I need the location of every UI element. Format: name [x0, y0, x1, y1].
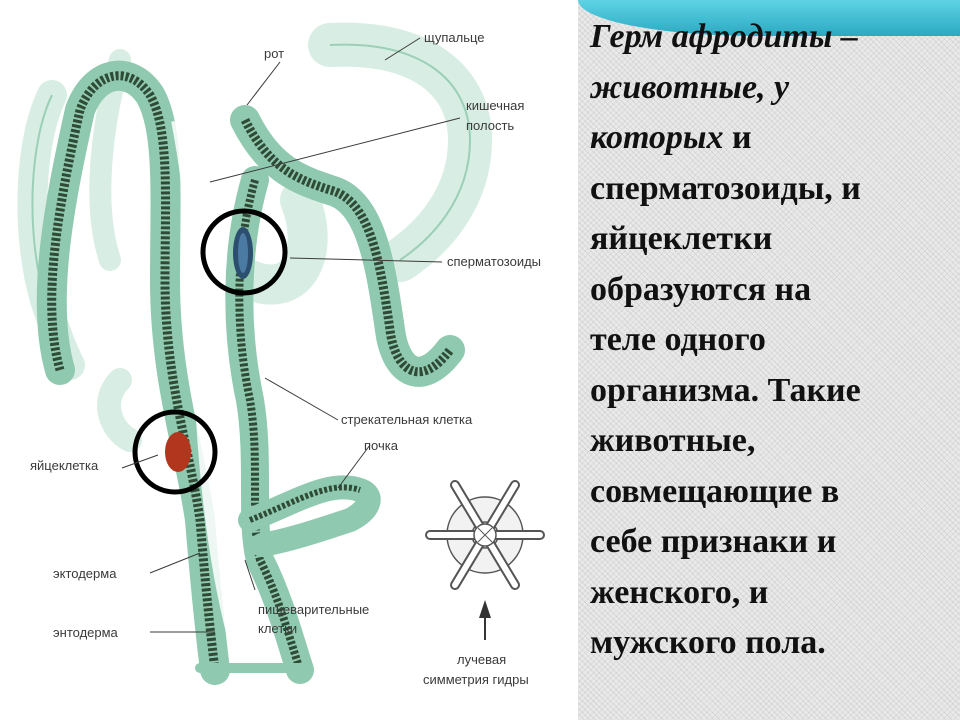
hydra-diagram: рот щупальце кишечная полость сперматозо…: [17, 22, 545, 687]
label-egg: яйцеклетка: [30, 458, 99, 473]
definition-line-6: образуются на: [590, 270, 812, 308]
definition-line-2: животные, у: [590, 68, 790, 106]
sperm-cluster: [233, 227, 253, 279]
sperm-highlight-circle: [200, 208, 288, 296]
definition-line-7: теле одного: [590, 321, 766, 358]
diagram-labels: рот щупальце кишечная полость сперматозо…: [30, 30, 541, 687]
definition-line-12: женского, и: [590, 573, 769, 611]
label-tentacle: щупальце: [424, 30, 485, 45]
definition-line-13: мужского пола.: [590, 624, 826, 661]
definition-line-8: организма. Такие: [590, 371, 861, 409]
label-endoderm: энтодерма: [53, 625, 119, 640]
definition-line-3b: и: [723, 119, 752, 156]
term: Герм афродиты –: [590, 18, 858, 55]
definition-line-11: себе признаки и: [590, 523, 837, 560]
label-digestive-2: клетки: [258, 621, 297, 636]
label-symmetry-2: симметрия гидры: [423, 672, 529, 687]
label-cavity-1: кишечная: [466, 98, 524, 113]
definition-line-4: сперматозоиды, и: [590, 169, 861, 207]
label-bud: почка: [364, 438, 399, 453]
label-sperm: сперматозоиды: [447, 254, 541, 269]
label-mouth: рот: [264, 46, 284, 61]
label-digestive-1: пищеварительные: [258, 602, 369, 617]
egg-cell: [165, 432, 191, 472]
definition-line-3a: которых: [590, 119, 724, 156]
radial-symmetry-figure: [425, 480, 545, 640]
label-cavity-2: полость: [466, 118, 514, 133]
label-symmetry-1: лучевая: [457, 652, 506, 667]
leader-lines: [121, 37, 461, 633]
definition-panel: Герм афродиты – животные, у которых и сп…: [578, 0, 960, 720]
definition-text: Герм афродиты – животные, у которых и сп…: [590, 12, 952, 669]
definition-line-5: яйцеклетки: [590, 220, 773, 257]
definition-line-9: животные,: [590, 422, 756, 459]
egg-highlight-circle: [132, 409, 218, 495]
definition-line-10: совмещающие в: [590, 472, 840, 510]
label-ectoderm: эктодерма: [53, 566, 117, 581]
label-stinging-cell: стрекательная клетка: [341, 412, 473, 427]
